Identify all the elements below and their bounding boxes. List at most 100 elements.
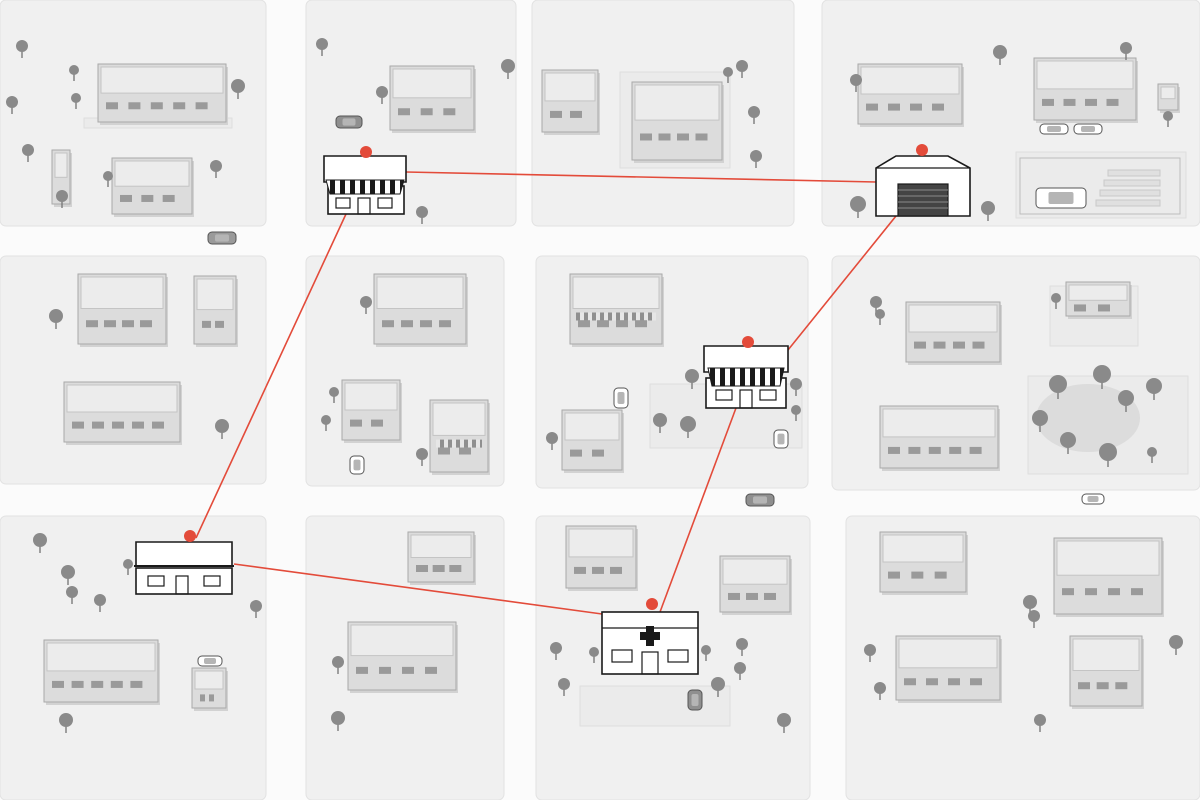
tree-icon <box>231 79 245 99</box>
tree-icon <box>1118 390 1134 412</box>
building <box>561 409 624 473</box>
tree-icon <box>701 645 711 661</box>
car-icon <box>197 655 223 667</box>
tree-icon <box>864 644 876 662</box>
tree-icon <box>123 559 133 575</box>
tree-icon <box>874 682 886 700</box>
car-icon <box>1039 123 1069 135</box>
garage-door-slats <box>898 189 948 209</box>
tree-icon <box>734 662 746 680</box>
door <box>357 197 371 215</box>
tree-icon <box>22 144 34 162</box>
tree-icon <box>1034 714 1046 732</box>
building <box>341 379 402 443</box>
building <box>63 381 182 445</box>
building <box>569 273 664 347</box>
car-icon <box>773 429 789 449</box>
building <box>407 531 476 585</box>
route-segment <box>659 407 737 613</box>
tree-icon <box>416 206 428 224</box>
route-segment <box>405 171 877 183</box>
stop-house-southwest[interactable] <box>134 530 234 595</box>
tree-icon <box>1049 375 1067 399</box>
building <box>879 531 968 595</box>
parking-stall <box>1099 189 1161 197</box>
tree-icon <box>316 38 328 56</box>
stop-clinic-south[interactable] <box>601 598 699 675</box>
building <box>905 301 1002 365</box>
car-icon <box>207 231 237 245</box>
tree-icon <box>750 150 762 168</box>
building <box>373 273 468 347</box>
tree-icon <box>332 656 344 674</box>
tree-icon <box>1032 410 1048 432</box>
car-icon <box>1073 123 1103 135</box>
tree-icon <box>680 416 696 438</box>
map-pin-icon[interactable] <box>742 336 754 348</box>
route-segment <box>195 213 347 539</box>
tree-icon <box>736 60 748 78</box>
car-icon <box>335 115 363 129</box>
tree-icon <box>850 74 862 92</box>
building <box>347 621 458 693</box>
cars <box>197 115 1105 711</box>
trees <box>6 38 1183 733</box>
tree-icon <box>558 678 570 696</box>
map-pin-icon[interactable] <box>184 530 196 542</box>
house-roof <box>135 541 233 567</box>
building <box>1065 281 1132 319</box>
tree-icon <box>1060 432 1076 454</box>
parking-stall <box>1107 169 1161 177</box>
tree-icon <box>16 40 28 58</box>
awning-icon <box>325 179 405 195</box>
window <box>335 197 351 209</box>
map-pin-icon[interactable] <box>916 144 928 156</box>
building <box>389 65 476 133</box>
house-body <box>135 567 233 595</box>
tree-icon <box>1163 111 1173 127</box>
tree-icon <box>711 677 725 697</box>
car-icon <box>1035 187 1087 209</box>
building <box>1053 537 1164 617</box>
building <box>1033 57 1138 123</box>
parking-stall <box>1103 179 1161 187</box>
window <box>611 649 633 663</box>
tree-icon <box>66 586 78 604</box>
tree-icon <box>61 565 75 585</box>
parking-stall <box>1095 199 1161 207</box>
shop-roof <box>703 345 789 373</box>
building <box>1069 635 1144 709</box>
tree-icon <box>748 106 760 124</box>
tree-icon <box>850 196 866 218</box>
tree-icon <box>1146 378 1162 400</box>
garage-door-icon <box>897 183 949 217</box>
tree-icon <box>1093 365 1111 389</box>
map-pin-icon[interactable] <box>360 146 372 158</box>
stop-warehouse-northeast[interactable] <box>875 144 971 217</box>
window <box>715 389 733 401</box>
parking-lot <box>1019 157 1181 215</box>
building <box>541 69 600 135</box>
tree-icon <box>33 533 47 553</box>
tree-icon <box>1051 293 1061 309</box>
tree-icon <box>250 600 262 618</box>
tree-icon <box>546 432 558 450</box>
building <box>719 555 792 615</box>
car-icon <box>745 493 775 507</box>
tree-icon <box>1028 610 1040 628</box>
tree-icon <box>723 67 733 83</box>
tree-icon <box>103 171 113 187</box>
window <box>147 575 165 587</box>
stop-shop-northwest[interactable] <box>323 146 407 215</box>
building <box>429 399 490 475</box>
tree-icon <box>791 405 801 421</box>
tree-icon <box>360 296 372 314</box>
fenced-yard <box>1019 157 1181 215</box>
tree-icon <box>6 96 18 114</box>
tree-icon <box>321 415 331 431</box>
map-pin-icon[interactable] <box>646 598 658 610</box>
car-icon <box>1081 493 1105 505</box>
awning-icon <box>707 367 785 387</box>
stop-shop-center[interactable] <box>703 336 789 409</box>
building <box>895 635 1002 703</box>
